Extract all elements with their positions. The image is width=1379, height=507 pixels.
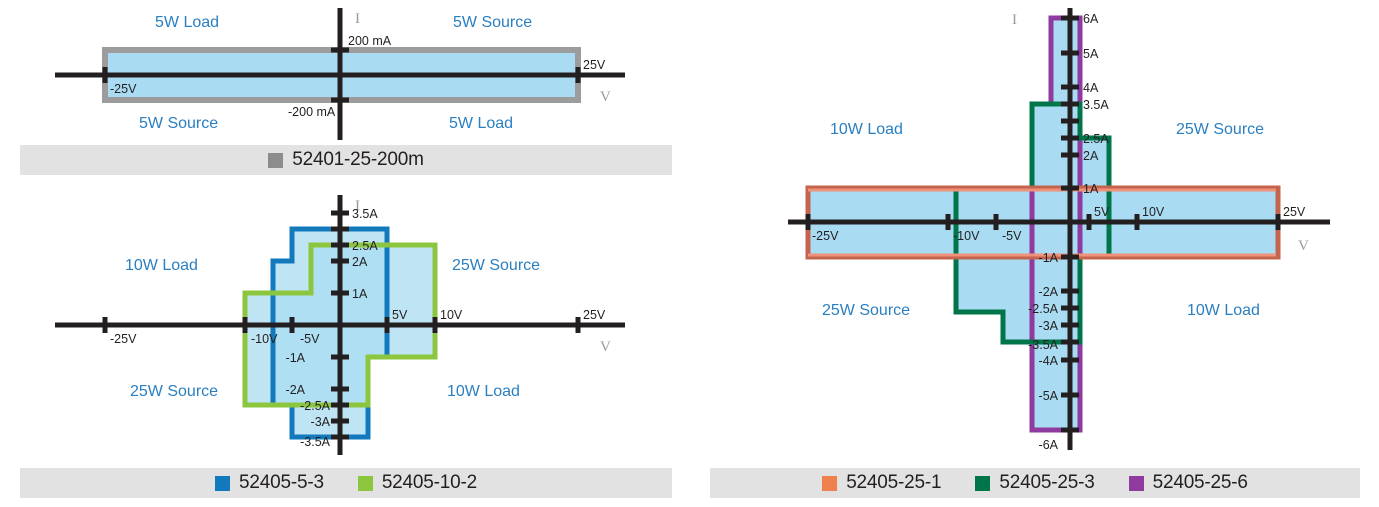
- legend-item-label: 52405-25-3: [999, 472, 1095, 493]
- y-tick-label-neg200ma: -200 mA: [288, 105, 336, 119]
- y-tick-label-neg2a: -2A: [1039, 285, 1059, 299]
- x-tick-label-neg25v: -25V: [812, 229, 839, 243]
- x-tick-label-pos25v: 25V: [583, 58, 606, 72]
- y-tick-label-3p5a: 3.5A: [352, 207, 378, 221]
- x-tick-label-neg25v: -25V: [110, 332, 137, 346]
- quadrant-label-top-right: 5W Source: [453, 14, 532, 31]
- y-tick-label-neg2a: -2A: [286, 383, 306, 397]
- quadrant-label-bottom-left: 25W Source: [130, 383, 218, 400]
- legend-item[interactable]: 52405-25-6: [1128, 472, 1248, 494]
- legend-item[interactable]: 52401-25-200m: [268, 149, 424, 171]
- legend-swatch-icon: [214, 475, 230, 491]
- quadrant-label-bottom-left: 5W Source: [139, 115, 218, 132]
- quadrant-label-bottom-right: 5W Load: [449, 115, 513, 132]
- quadrant-label-top-right: 25W Source: [452, 257, 540, 274]
- y-tick-label-1a: 1A: [352, 287, 368, 301]
- y-tick-label-neg3p5a: -3.5A: [300, 435, 331, 449]
- x-tick-label-25v: 25V: [583, 308, 606, 322]
- legend-item-label: 52405-25-1: [846, 472, 942, 493]
- y-tick-label-2p5a: 2.5A: [352, 239, 378, 253]
- quadrant-label-bottom-right: 10W Load: [447, 383, 520, 400]
- sod-outline-52405-10-2: [242, 242, 438, 408]
- legend-swatch-icon: [1128, 475, 1144, 491]
- chart-52405-25-series: I V 10W Load 25W Source 25W Source 10W L…: [788, 8, 1330, 452]
- x-tick-label-25v: 25V: [1283, 205, 1306, 219]
- legend-swatch-icon: [357, 475, 373, 491]
- y-tick-label-neg6a: -6A: [1039, 438, 1059, 452]
- y-tick-label-neg4a: -4A: [1039, 354, 1059, 368]
- quadrant-label-top-left: 10W Load: [125, 257, 198, 274]
- legend-item[interactable]: 52405-10-2: [357, 472, 478, 494]
- legend-swatch-icon: [822, 475, 838, 491]
- legend-swatch-icon: [268, 152, 284, 168]
- legend-item-label: 52405-10-2: [381, 472, 478, 493]
- y-tick-label-1a: 1A: [1083, 182, 1099, 196]
- sod-region-52405-5-3: [273, 229, 387, 437]
- y-tick-label-2a: 2A: [352, 255, 368, 269]
- legend-item[interactable]: 52405-5-3: [214, 472, 324, 494]
- left-panel: I V 5W Load 5W Source 5W Source 5W Load …: [20, 8, 672, 498]
- x-tick-label-neg25v: -25V: [110, 82, 137, 96]
- current-axis-letter: I: [355, 198, 360, 214]
- y-tick-label-neg3p5a: -3.5A: [1028, 338, 1059, 352]
- y-tick-label-5a: 5A: [1083, 47, 1099, 61]
- quadrant-label-top-left: 10W Load: [830, 121, 903, 138]
- chart-52405-5-3-and-10-2: I V 10W Load 25W Source 25W Source 10W L…: [55, 195, 625, 455]
- quadrant-label-bottom-left: 25W Source: [822, 302, 910, 319]
- y-tick-label-neg1a: -1A: [286, 351, 306, 365]
- chart-52401-25-200m: I V 5W Load 5W Source 5W Source 5W Load …: [55, 8, 625, 140]
- y-tick-label-neg3a: -3A: [311, 415, 331, 429]
- voltage-axis-letter: V: [600, 339, 611, 355]
- x-tick-label-5v: 5V: [1094, 205, 1110, 219]
- right-panel: I V 10W Load 25W Source 25W Source 10W L…: [690, 0, 1379, 507]
- sod-outline-52405-5-3: [270, 226, 390, 440]
- x-tick-label-neg5v: -5V: [1002, 229, 1022, 243]
- y-tick-label-neg1a: -1A: [1039, 251, 1059, 265]
- x-tick-label-neg10v: -10V: [251, 332, 278, 346]
- legend-item[interactable]: 52405-25-3: [975, 472, 1095, 494]
- voltage-axis-letter: V: [1298, 238, 1309, 254]
- x-tick-label-neg5v: -5V: [300, 332, 320, 346]
- y-tick-label-3p5a: 3.5A: [1083, 98, 1109, 112]
- quadrant-label-bottom-right: 10W Load: [1187, 302, 1260, 319]
- legend-item-label: 52401-25-200m: [292, 149, 424, 170]
- y-tick-label-neg3a: -3A: [1039, 319, 1059, 333]
- voltage-axis-letter: V: [600, 89, 611, 105]
- y-tick-label-4a: 4A: [1083, 81, 1099, 95]
- y-tick-label-neg5a: -5A: [1039, 389, 1059, 403]
- legend-item-label: 52405-25-6: [1152, 472, 1248, 493]
- current-axis-letter: I: [1012, 12, 1017, 28]
- y-tick-label-200ma: 200 mA: [348, 34, 392, 48]
- y-tick-label-2p5a: 2.5A: [1083, 132, 1109, 146]
- x-tick-label-10v: 10V: [440, 308, 463, 322]
- x-tick-label-5v: 5V: [392, 308, 408, 322]
- legend-item[interactable]: 52405-25-1: [822, 472, 942, 494]
- quadrant-label-top-left: 5W Load: [155, 14, 219, 31]
- legend-bar-chart1: 52401-25-200m: [20, 145, 672, 175]
- legend-item-label: 52405-5-3: [238, 472, 324, 493]
- quadrant-label-top-right: 25W Source: [1176, 121, 1264, 138]
- x-tick-label-10v: 10V: [1142, 205, 1165, 219]
- y-tick-label-6a: 6A: [1083, 12, 1099, 26]
- current-axis-letter: I: [355, 11, 360, 27]
- legend-bar-chart3: 52405-25-1 52405-25-3 52405-25-6: [710, 468, 1360, 498]
- y-tick-label-2a: 2A: [1083, 149, 1099, 163]
- sod-outline-52405-25-1: [805, 185, 1281, 260]
- legend-swatch-icon: [975, 475, 991, 491]
- y-tick-label-neg2p5a: -2.5A: [300, 399, 331, 413]
- legend-bar-chart2: 52405-5-3 52405-10-2: [20, 468, 672, 498]
- y-tick-label-neg2p5a: -2.5A: [1028, 302, 1059, 316]
- x-tick-label-neg10v: -10V: [953, 229, 980, 243]
